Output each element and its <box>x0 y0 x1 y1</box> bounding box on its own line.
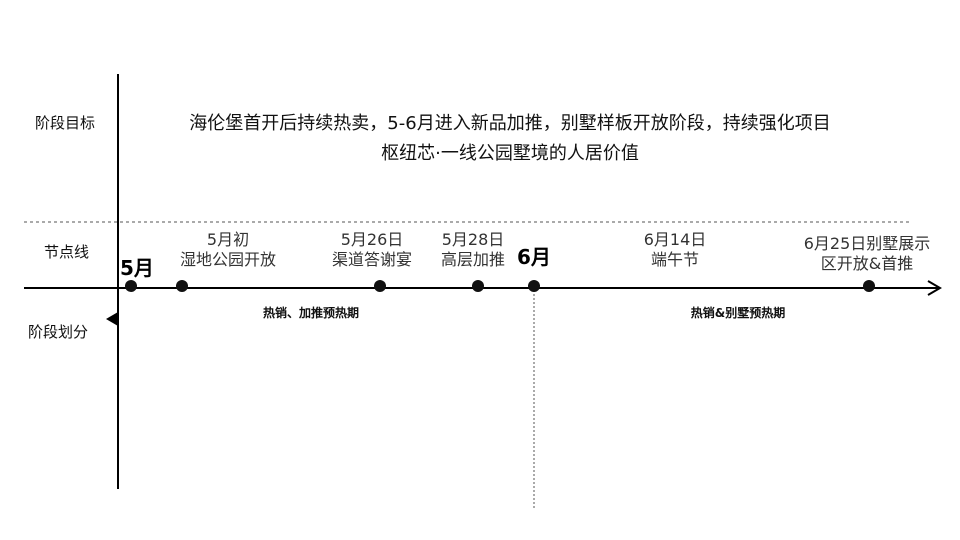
goal-line-2: 枢纽芯·一线公园墅境的人居价值 <box>381 143 639 164</box>
event-5: 6月25日别墅展示 区开放&首推 <box>804 234 931 274</box>
node-event-2 <box>374 280 386 292</box>
node-event-5 <box>863 280 875 292</box>
phase-marker-icon <box>106 312 118 326</box>
event-1-title: 湿地公园开放 <box>179 250 277 269</box>
node-june <box>528 280 540 292</box>
event-2-title: 渠道答谢宴 <box>331 250 413 269</box>
event-3-date: 5月28日 <box>441 230 505 249</box>
node-event-1 <box>176 280 188 292</box>
event-2-date: 5月26日 <box>340 230 404 249</box>
timeline-arrow-icon <box>927 280 942 296</box>
event-5-date: 6月25日别墅展示 <box>803 234 931 253</box>
event-2: 5月26日 渠道答谢宴 <box>332 230 412 270</box>
row-label-phase: 阶段划分 <box>28 323 89 341</box>
goal-line-1: 海伦堡首开后持续热卖，5-6月进入新品加推，别墅样板开放阶段，持续强化项目 <box>189 113 831 134</box>
node-may <box>125 280 137 292</box>
row-label-goal: 阶段目标 <box>35 114 96 132</box>
event-3: 5月28日 高层加推 <box>441 230 505 270</box>
phase-label-1: 热销、加推预热期 <box>262 306 360 320</box>
event-4: 6月14日 端午节 <box>644 230 707 270</box>
event-4-date: 6月14日 <box>643 230 707 249</box>
goal-description: 海伦堡首开后持续热卖，5-6月进入新品加推，别墅样板开放阶段，持续强化项目 枢纽… <box>125 109 895 169</box>
event-1: 5月初 湿地公园开放 <box>180 230 276 270</box>
row-label-node-line: 节点线 <box>44 243 90 261</box>
node-event-3 <box>472 280 484 292</box>
month-may: 5月 <box>120 256 154 280</box>
month-june: 6月 <box>517 245 551 269</box>
event-1-date: 5月初 <box>206 230 250 249</box>
event-3-title: 高层加推 <box>440 250 506 269</box>
event-4-title: 端午节 <box>650 250 700 269</box>
phase-label-2: 热销&别墅预热期 <box>690 306 786 320</box>
event-5-title: 区开放&首推 <box>820 254 914 273</box>
